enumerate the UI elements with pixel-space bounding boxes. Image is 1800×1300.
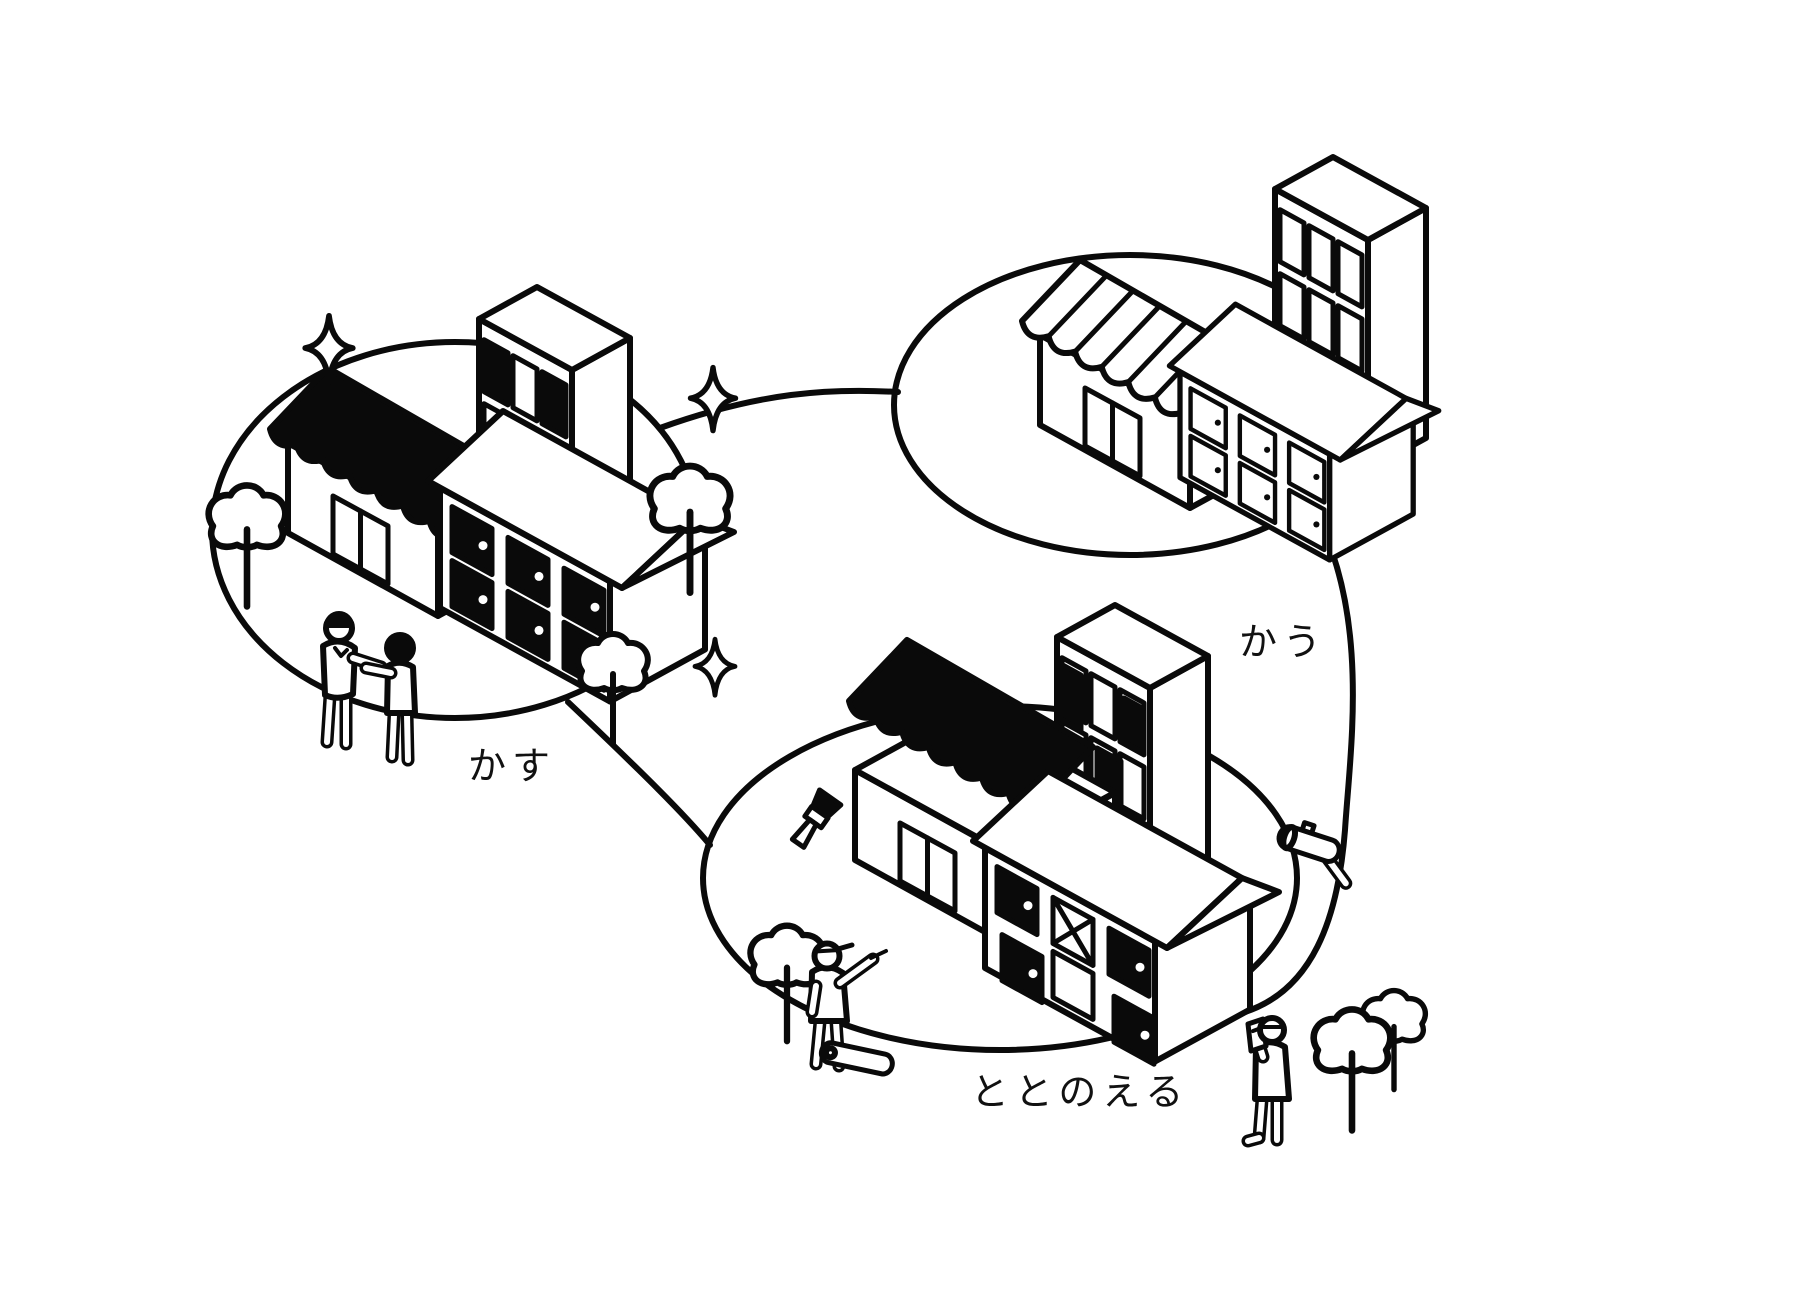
mallet-icon bbox=[1276, 820, 1353, 890]
buy-label: かう bbox=[1239, 620, 1327, 664]
connector-lend-to-buy bbox=[657, 387, 901, 431]
foreman-figure bbox=[805, 940, 888, 1073]
apartment-icon bbox=[970, 768, 1282, 1067]
connector-buy-to-renovate bbox=[1242, 500, 1356, 1015]
lend-cluster: かす bbox=[209, 284, 736, 788]
inspector-figure bbox=[1241, 1015, 1292, 1148]
lend-label: かす bbox=[468, 744, 556, 788]
sparkle-icon bbox=[691, 368, 736, 431]
tenant-figure bbox=[359, 632, 418, 767]
renovate-label: ととのえる bbox=[971, 1070, 1189, 1114]
tree-icon bbox=[1314, 1009, 1391, 1130]
paintbrush-icon bbox=[789, 787, 844, 850]
tree-icon bbox=[578, 634, 648, 744]
renovate-cluster: ととのえる bbox=[750, 602, 1425, 1148]
blueprint-roll-icon bbox=[818, 1040, 895, 1077]
apartment-icon bbox=[1166, 301, 1442, 563]
connector-lend-to-renovate bbox=[565, 699, 713, 848]
cycle-connectors bbox=[565, 387, 1356, 1015]
paint-patch bbox=[1056, 660, 1084, 733]
paint-patch bbox=[1121, 695, 1147, 756]
buy-cluster: かう bbox=[1019, 154, 1442, 664]
floating-roof-icon bbox=[846, 637, 1096, 813]
